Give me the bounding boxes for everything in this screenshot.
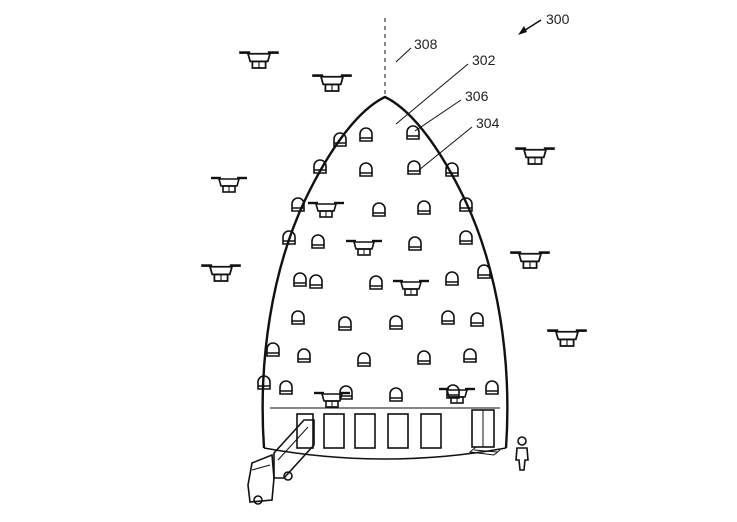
delivery-drone <box>346 239 382 256</box>
bay-window <box>441 310 455 325</box>
delivery-drone <box>201 264 241 282</box>
bay-window <box>257 375 271 390</box>
delivery-drone <box>312 74 352 92</box>
bay-window <box>389 387 403 402</box>
bay-window <box>297 348 311 363</box>
bay-window <box>459 230 473 245</box>
bay-window <box>372 202 386 217</box>
delivery-drone <box>308 201 344 218</box>
delivery-drone <box>439 387 475 404</box>
bay-window <box>407 160 421 175</box>
bay-window <box>359 127 373 142</box>
bay-window <box>359 162 373 177</box>
delivery-drone <box>211 176 247 193</box>
entrance-door <box>468 409 501 456</box>
bay-window <box>311 234 325 249</box>
bay-window <box>406 125 420 140</box>
bay-window <box>445 162 459 177</box>
bay-window <box>282 230 296 245</box>
loading-door-1 <box>323 413 345 449</box>
bay-window <box>293 272 307 287</box>
person-figure <box>515 436 529 471</box>
bay-window <box>338 316 352 331</box>
loading-door-3 <box>387 413 409 449</box>
delivery-drone <box>547 329 587 347</box>
ref-label-300: 300 <box>546 11 570 27</box>
bay-windows <box>257 125 499 402</box>
ref-label-304: 304 <box>476 115 500 131</box>
bay-window <box>408 236 422 251</box>
truck-bay-door <box>296 413 314 449</box>
ground-doors <box>296 413 442 449</box>
bay-window <box>291 197 305 212</box>
bay-window <box>313 159 327 174</box>
drone-fleet <box>201 51 587 408</box>
bay-window <box>309 274 323 289</box>
bay-window <box>369 275 383 290</box>
bay-window <box>463 348 477 363</box>
bay-window <box>291 310 305 325</box>
bay-window <box>333 132 347 147</box>
bay-window <box>389 315 403 330</box>
bay-window <box>279 380 293 395</box>
bay-window <box>357 352 371 367</box>
leader-line-302 <box>395 63 469 125</box>
loading-door-4 <box>420 413 442 449</box>
ref-label-306: 306 <box>465 88 489 104</box>
leader-line-306 <box>414 99 462 132</box>
bay-window <box>417 350 431 365</box>
delivery-drone <box>515 147 555 165</box>
bay-window <box>445 271 459 286</box>
ref-label-308: 308 <box>414 36 438 52</box>
bay-window <box>459 197 473 212</box>
delivery-drone <box>239 51 279 69</box>
delivery-drone <box>314 391 350 408</box>
ref-label-302: 302 <box>472 52 496 68</box>
bay-window <box>477 264 491 279</box>
structure-base-line <box>263 447 507 460</box>
ref-arrow-300 <box>518 19 542 35</box>
bay-window <box>485 380 499 395</box>
leader-line-308 <box>395 47 412 63</box>
structure-outline <box>261 95 509 449</box>
bay-window <box>417 200 431 215</box>
leader-line-304 <box>418 126 473 171</box>
bay-window <box>266 342 280 357</box>
delivery-drone <box>510 251 550 269</box>
delivery-truck <box>247 419 315 505</box>
loading-door-2 <box>354 413 376 449</box>
bay-window <box>470 312 484 327</box>
delivery-drone <box>393 279 429 296</box>
